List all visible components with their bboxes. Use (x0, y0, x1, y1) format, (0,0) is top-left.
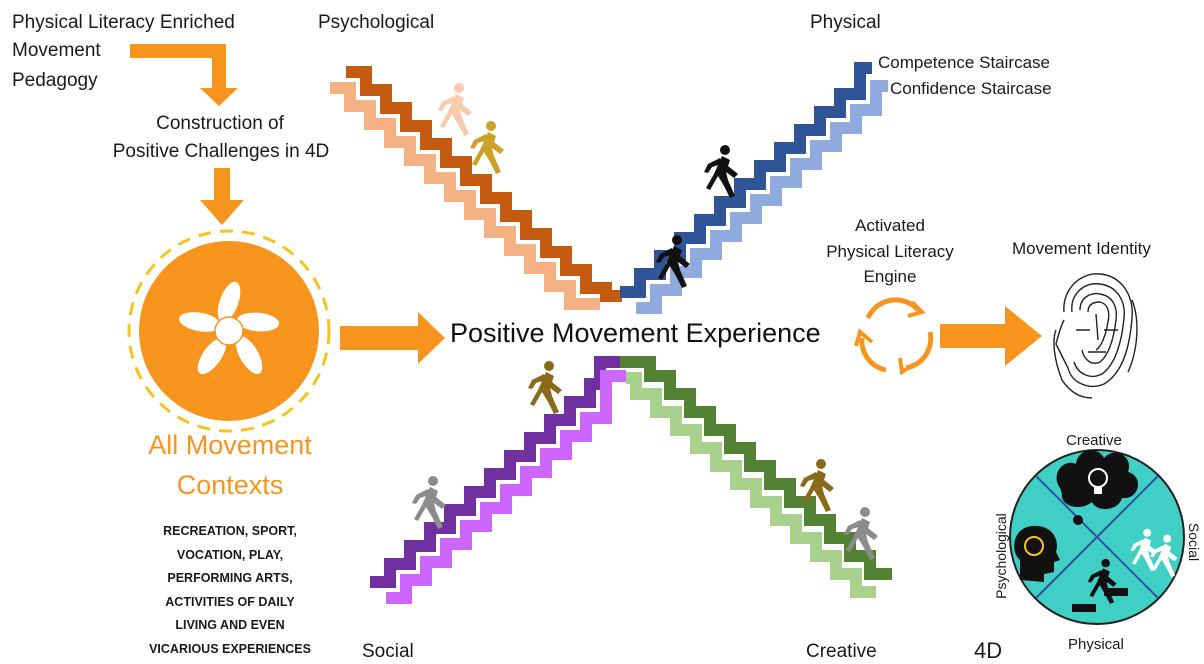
construction-line-2: Positive Challenges in 4D (112, 141, 330, 162)
four-d-physical-label: Physical (1068, 636, 1124, 653)
contexts-list-item: VOCATION, PLAY, (176, 547, 284, 562)
contexts-list: RECREATION, SPORT, VOCATION, PLAY, PERFO… (130, 520, 330, 662)
hands-together-icon (177, 280, 281, 376)
confidence-staircase-label: Confidence Staircase (890, 79, 1052, 98)
contexts-title-line-1: All Movement (148, 430, 312, 460)
four-d-label: 4D (974, 638, 1003, 663)
social-label: Social (362, 641, 414, 662)
step-runner-icon (1072, 558, 1128, 612)
four-d-circle (1009, 449, 1185, 625)
lightbulb-cloud-icon (1056, 450, 1139, 525)
contexts-list-item: LIVING AND EVEN (175, 618, 285, 633)
competence-staircase-label: Competence Staircase (878, 53, 1050, 72)
contexts-list-item: ACTIVITIES OF DAILY (165, 594, 295, 609)
social-staircase (370, 356, 626, 604)
construction-line-1: Construction of (156, 113, 284, 134)
movement-contexts-circle (127, 229, 331, 433)
four-d-social-label: Social (1186, 522, 1202, 562)
psychological-label: Psychological (318, 12, 435, 33)
movement-identity-label: Movement Identity (1012, 239, 1151, 258)
psychological-staircase (330, 66, 622, 310)
fingerprint-face-icon (1053, 273, 1138, 399)
four-d-creative-label: Creative (1066, 432, 1122, 449)
pedagogy-title-line-3: Pedagogy (12, 70, 98, 91)
engine-line-3: Engine (863, 267, 917, 286)
pedagogy-title-line-1: Physical Literacy Enriched (12, 12, 235, 33)
engine-line-1: Activated (855, 216, 925, 235)
contexts-title-line-2: Contexts (176, 470, 284, 500)
contexts-list-item: RECREATION, SPORT, (163, 524, 297, 538)
positive-movement-experience-label: Positive Movement Experience (450, 318, 821, 348)
cycle-arrows-icon (854, 297, 934, 376)
contexts-list-item: VICARIOUS EXPERIENCES (149, 641, 311, 656)
pedagogy-title-line-2: Movement (12, 40, 101, 61)
four-d-psychological-label: Psychological (993, 513, 1009, 599)
head-brain-icon (1014, 525, 1060, 582)
creative-label: Creative (806, 641, 877, 662)
creative-staircase (620, 356, 892, 598)
pedagogy-flow-arrows (130, 30, 1042, 366)
contexts-list-item: PERFORMING ARTS, (167, 571, 293, 586)
engine-line-2: Physical Literacy (826, 242, 954, 261)
physical-label: Physical (810, 12, 881, 33)
